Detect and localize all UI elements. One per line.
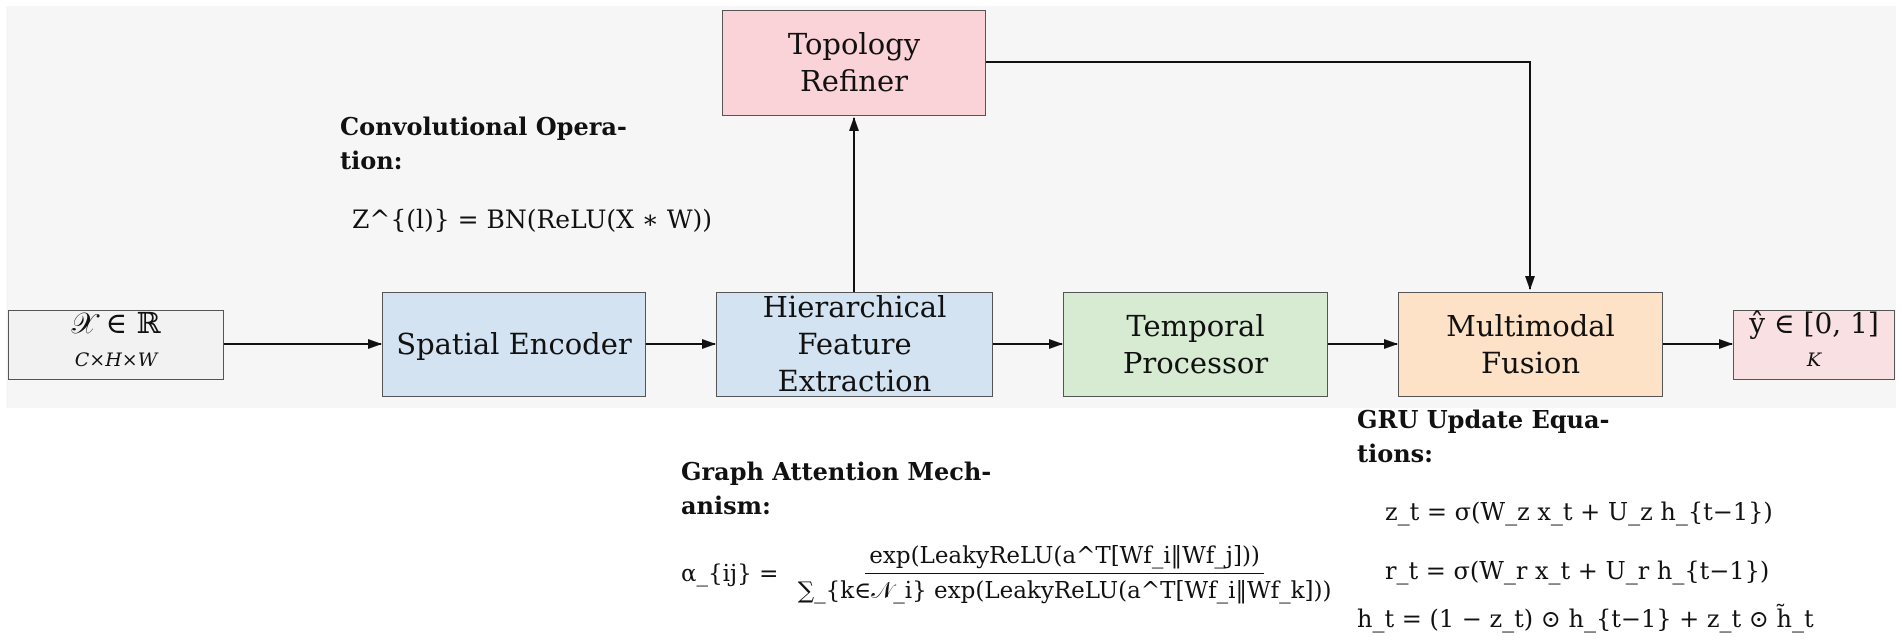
- gru-eq2: r_t = σ(W_r x_t + U_r h_{t−1}): [1385, 557, 1769, 585]
- conv-title-line1: Convolutional Opera-: [340, 112, 627, 141]
- gat-fraction: exp(LeakyReLU(a^T[Wf_i‖Wf_j])) ∑_{k∈𝒩_i}…: [794, 543, 1336, 604]
- conv-formula: Z^{(l)} = BN(ReLU(X ∗ W)): [352, 205, 712, 234]
- input-label: 𝒳 ∈ ℝ: [71, 305, 161, 340]
- gru-eq3: h_t = (1 − z_t) ⊙ h_{t−1} + z_t ⊙ h̃_t: [1357, 605, 1814, 633]
- output-label-sup: K: [1806, 348, 1822, 371]
- input-node: 𝒳 ∈ ℝ C×H×W: [8, 306, 224, 380]
- hierarchical-label-line1: Hierarchical: [762, 290, 947, 324]
- gru-eq1-text: z_t = σ(W_z x_t + U_z h_{t−1}): [1385, 498, 1773, 526]
- temporal-label-line1: Temporal: [1126, 308, 1265, 343]
- conv-title-line2: tion:: [340, 146, 403, 175]
- conv-formula-text: Z^{(l)} = BN(ReLU(X ∗ W)): [352, 205, 713, 234]
- gru-eq1: z_t = σ(W_z x_t + U_z h_{t−1}): [1385, 498, 1773, 526]
- input-label-sup: C×H×W: [74, 348, 158, 371]
- gru-eq2-text: r_t = σ(W_r x_t + U_r h_{t−1}): [1385, 557, 1770, 585]
- output-node: ŷ ∈ [0, 1] K: [1733, 307, 1895, 380]
- multimodal-fusion-node: Multimodal Fusion: [1398, 292, 1663, 397]
- temporal-processor-node: Temporal Processor: [1063, 292, 1328, 397]
- conv-title: Convolutional Opera- tion:: [340, 110, 627, 178]
- gat-title: Graph Attention Mech- anism:: [681, 455, 991, 523]
- gat-formula: α_{ij} = exp(LeakyReLU(a^T[Wf_i‖Wf_j])) …: [681, 543, 1335, 604]
- spatial-encoder-node: Spatial Encoder: [382, 292, 646, 397]
- gru-title: GRU Update Equa- tions:: [1357, 403, 1610, 471]
- topology-label-line1: Topology: [787, 27, 921, 61]
- gru-eq3-text: h_t = (1 − z_t) ⊙ h_{t−1} + z_t ⊙ h̃_t: [1357, 605, 1814, 633]
- spatial-encoder-label: Spatial Encoder: [396, 327, 632, 361]
- gat-lhs: α_{ij} =: [681, 560, 779, 587]
- hierarchical-label-line2: Feature Extraction: [777, 327, 932, 398]
- gat-title-line2: anism:: [681, 491, 771, 520]
- hierarchical-feature-extraction-node: Hierarchical Feature Extraction: [716, 290, 993, 398]
- topology-label-line2: Refiner: [799, 64, 909, 98]
- fusion-label-line1: Multimodal: [1446, 308, 1615, 343]
- gru-title-line1: GRU Update Equa-: [1357, 405, 1610, 434]
- gru-title-line2: tions:: [1357, 439, 1434, 468]
- edge-topology-to-fusion: [986, 61, 1535, 290]
- fusion-label-line2: Fusion: [1480, 345, 1581, 380]
- topology-refiner-node: Topology Refiner: [722, 10, 986, 116]
- gat-numerator: exp(LeakyReLU(a^T[Wf_i‖Wf_j])): [865, 543, 1264, 574]
- output-label: ŷ ∈ [0, 1]: [1749, 306, 1879, 340]
- temporal-label-line2: Processor: [1122, 345, 1269, 380]
- gat-denominator: ∑_{k∈𝒩_i} exp(LeakyReLU(a^T[Wf_i‖Wf_k])): [797, 578, 1332, 604]
- gat-title-line1: Graph Attention Mech-: [681, 457, 992, 486]
